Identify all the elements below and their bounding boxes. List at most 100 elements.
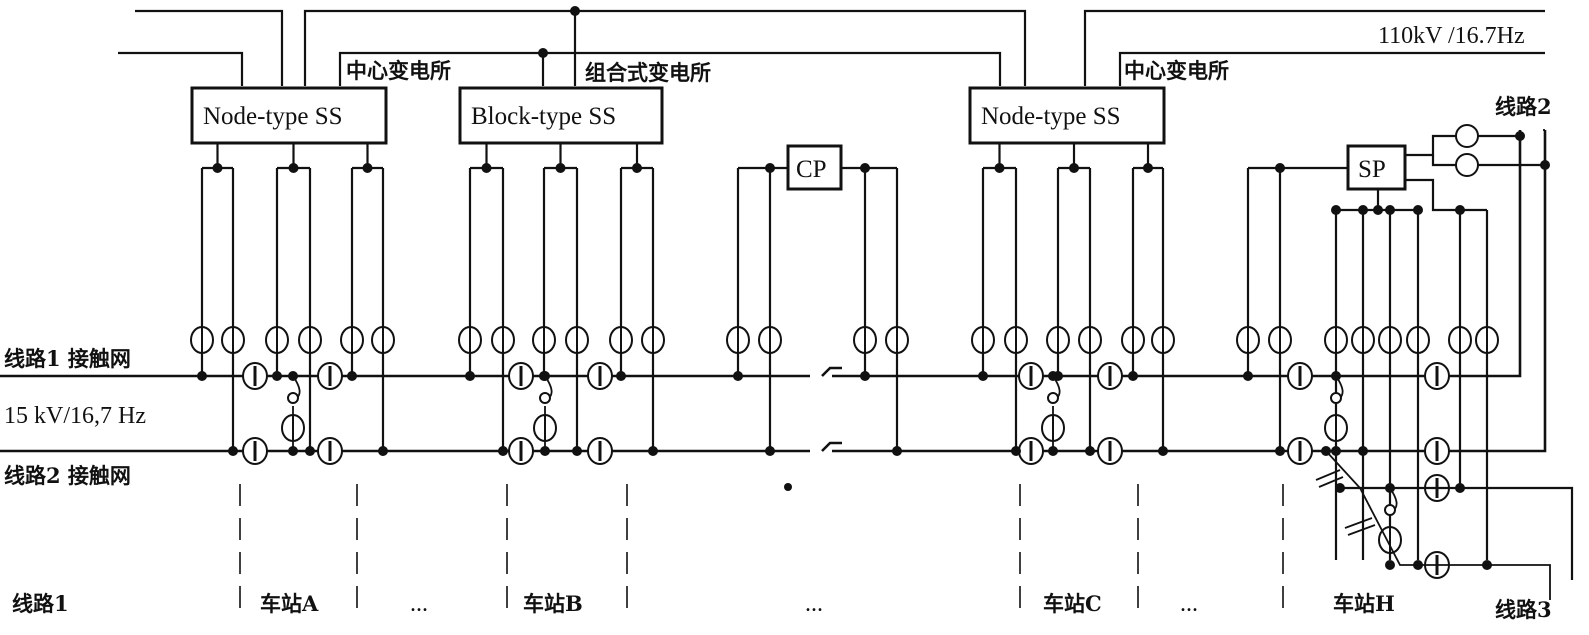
- cp-label: CP: [796, 156, 827, 183]
- section-breaker-symbol: [317, 437, 343, 465]
- junction-dot: [362, 163, 373, 173]
- junction-dot: [1158, 446, 1168, 456]
- section-breaker-symbol: [1424, 437, 1450, 465]
- tie-fuse-symbol: [539, 392, 551, 404]
- breaker-symbol: [1324, 414, 1348, 442]
- breaker-symbol: [190, 326, 214, 354]
- section-breaker-symbol: [1018, 362, 1044, 390]
- sp-label: SP: [1358, 156, 1386, 183]
- junction-dot: [1540, 160, 1550, 170]
- line2-contact-label: 线路2 接触网: [4, 463, 131, 488]
- junction-dot: [860, 371, 870, 381]
- breaker-symbol: [1268, 326, 1292, 354]
- node-type-ss-1-box: [190, 86, 388, 145]
- junction-dot: [540, 371, 550, 381]
- junction-dots: [197, 131, 1550, 570]
- central-substation-2-label: 中心变电所: [1124, 58, 1229, 83]
- section-breaker-symbol: [242, 437, 268, 465]
- junction-dot: [1128, 371, 1138, 381]
- station-dividers: [239, 484, 1284, 618]
- stray-dot: [784, 483, 792, 491]
- breaker-symbol: [1324, 326, 1348, 354]
- central-substation-1-label: 中心变电所: [346, 58, 451, 83]
- junction-dot: [1331, 446, 1341, 456]
- section-breaker-symbol: [508, 362, 534, 390]
- feeder-wire: [1431, 155, 1545, 167]
- breaker-symbol: [565, 326, 589, 354]
- junction-dot: [1515, 131, 1525, 141]
- junction-dot: [1358, 446, 1368, 456]
- station-c-label: 车站C: [1043, 591, 1102, 616]
- breaker-symbol: [1236, 326, 1260, 354]
- breaker-symbol: [221, 326, 245, 354]
- junction-dot: [1275, 163, 1285, 173]
- junction-dot: [498, 446, 508, 456]
- junction-dot: [733, 371, 743, 381]
- breaker-symbol: [1041, 414, 1065, 442]
- junction-dot: [994, 163, 1005, 173]
- breaker-symbol: [371, 326, 395, 354]
- supply-lines-110kv: [118, 6, 1545, 86]
- station-h-label: 车站H: [1333, 591, 1395, 616]
- breaker-symbol: [533, 414, 557, 442]
- junction-dot: [1243, 371, 1253, 381]
- switch-symbols: [190, 124, 1499, 579]
- breaker-symbol: [491, 326, 515, 354]
- line1-label: 线路1: [12, 591, 69, 616]
- breaker-symbol: [1475, 326, 1499, 354]
- section-breaker-symbol: [1287, 437, 1313, 465]
- breaker-symbol: [340, 326, 364, 354]
- junction-dot: [1048, 446, 1058, 456]
- junction-dot: [1048, 371, 1058, 381]
- junction-dot: [540, 446, 550, 456]
- breaker-symbol: [885, 326, 909, 354]
- sp-box: [1346, 144, 1407, 191]
- breaker-symbol: [853, 326, 877, 354]
- junction-dot: [1275, 446, 1285, 456]
- node-type-ss-2-box: [968, 86, 1166, 145]
- section-breaker-symbol: [1097, 437, 1123, 465]
- breaker-symbol: [1004, 326, 1028, 354]
- section-breaker-symbol: [1018, 437, 1044, 465]
- section-breaker-symbol: [508, 437, 534, 465]
- section-breaker-symbol: [242, 362, 268, 390]
- line1-contact-label: 线路1 接触网: [4, 346, 131, 371]
- line3-label: 线路3: [1495, 597, 1552, 622]
- junction-dot: [1455, 205, 1465, 215]
- junction-dot: [288, 163, 299, 173]
- junction-dot: [1011, 446, 1021, 456]
- tie-fuse-symbol: [287, 392, 299, 404]
- contact-lines: [0, 129, 1547, 453]
- junction-dot: [1385, 560, 1395, 570]
- junction-dot: [1143, 163, 1153, 173]
- breaker-symbol: [265, 326, 289, 354]
- junction-dot: [272, 371, 282, 381]
- junction-dot: [481, 163, 492, 173]
- junction-dot: [978, 371, 988, 381]
- ellipsis-3: ...: [1180, 591, 1198, 617]
- breaker-symbol: [1121, 326, 1145, 354]
- breaker-symbol: [726, 326, 750, 354]
- junction-dot: [1413, 205, 1423, 215]
- junction-dot: [1385, 205, 1395, 215]
- junction-dot: [860, 163, 870, 173]
- sp-feeder-breaker: [1455, 124, 1479, 148]
- section-breaker-symbol: [587, 437, 613, 465]
- junction-dot: [197, 371, 207, 381]
- junction-dot: [632, 163, 642, 173]
- junction-dot: [465, 371, 475, 381]
- breaker-symbol: [458, 326, 482, 354]
- junction-dot: [892, 446, 902, 456]
- supply-voltage-label: 110kV /16.7Hz: [1378, 23, 1525, 49]
- breaker-symbol: [1046, 326, 1070, 354]
- junction-dot: [212, 163, 223, 173]
- station-b-label: 车站B: [523, 591, 583, 616]
- junction-dot: [305, 446, 315, 456]
- breaker-symbol: [1351, 326, 1375, 354]
- junction-dot: [616, 371, 626, 381]
- node-type-ss-1-label: Node-type SS: [203, 103, 343, 130]
- junction-dot: [378, 446, 388, 456]
- junction-dot: [765, 446, 775, 456]
- block-substation-label: 组合式变电所: [585, 60, 711, 85]
